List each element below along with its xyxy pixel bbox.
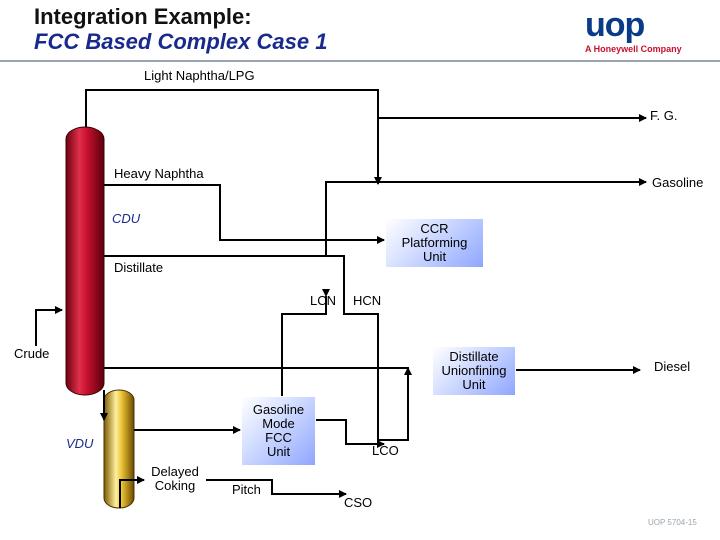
distillate-unionfining-unit: Distillate Unionfining Unit: [433, 347, 515, 395]
label-gasoline: Gasoline: [652, 175, 704, 190]
label-light-naphtha-lpg: Light Naphtha/LPG: [144, 68, 255, 83]
logo-wordmark: uop: [585, 6, 645, 44]
line-pitch: [206, 479, 347, 498]
line-vdu-to-coker: [119, 476, 145, 508]
label-fg: F. G.: [650, 108, 678, 123]
line-hcn: [343, 296, 412, 441]
label-vdu: VDU: [66, 436, 94, 451]
line-distillate: [104, 255, 345, 296]
label-crude: Crude: [14, 346, 50, 361]
label-cso: CSO: [344, 495, 373, 510]
slide-reference: UOP 5704-15: [648, 518, 697, 527]
line-cdu-bottoms: [104, 367, 409, 376]
line-gasoline: [325, 178, 647, 256]
label-heavy-naphtha: Heavy Naphtha: [114, 166, 204, 181]
uop-logo: uop A Honeywell Company: [585, 8, 700, 54]
label-cdu: CDU: [112, 211, 141, 226]
slide-title-line1: Integration Example:: [34, 4, 252, 29]
ccr-platforming-unit: CCR Platforming Unit: [386, 219, 483, 267]
line-fg: [377, 90, 647, 122]
label-hcn: HCN: [353, 293, 382, 308]
label-lcn: LCN: [310, 293, 337, 308]
label-diesel: Diesel: [654, 359, 691, 374]
header-divider: [0, 60, 720, 62]
fcc-unit: Gasoline Mode FCC Unit: [242, 397, 315, 465]
logo-tagline: A Honeywell Company: [585, 44, 682, 54]
label-distillate: Distillate: [114, 260, 164, 275]
slide-title-line2: FCC Based Complex Case 1: [34, 29, 328, 54]
cdu-column: [65, 126, 105, 396]
delayed-coking-unit: Delayed Coking: [146, 462, 204, 496]
line-lco: [316, 419, 385, 448]
line-crude: [35, 306, 63, 346]
line-heavy-naphtha: [104, 184, 385, 244]
label-lco: LCO: [372, 443, 399, 458]
label-pitch: Pitch: [232, 482, 261, 497]
line-light-naphtha: [85, 89, 382, 185]
line-lcn: [281, 289, 330, 396]
